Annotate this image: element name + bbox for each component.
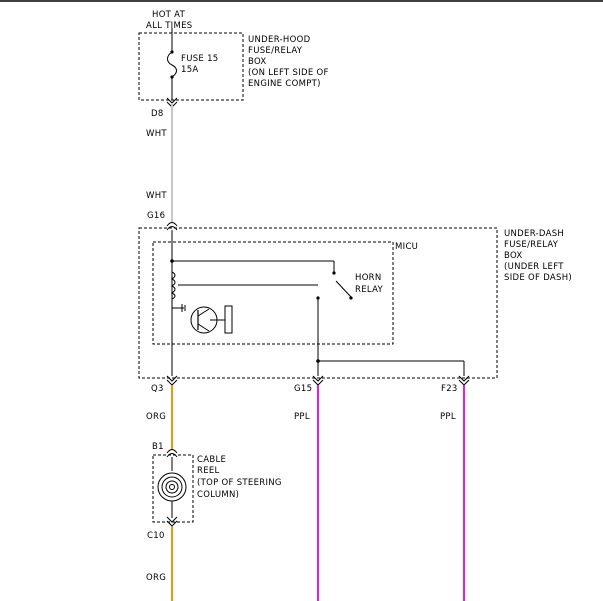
micu-label: MICU (395, 242, 418, 252)
cable-reel-label-line4: COLUMN) (197, 490, 239, 500)
wire-color-ppl-1: PPL (294, 412, 310, 422)
horn-relay-label-line1: HORN (355, 273, 382, 283)
wire-color-org-2: ORG (146, 573, 166, 583)
connector-g16-label: G16 (147, 211, 165, 221)
wire-color-wht-2: WHT (146, 191, 167, 201)
connector-d8-label: D8 (151, 109, 164, 119)
relay-coil-symbol (171, 271, 176, 300)
underhood-label-line1: UNDER-HOOD (248, 35, 311, 45)
source-label-line2: ALL TIMES (146, 21, 193, 31)
fuse-terminal-top (170, 50, 174, 54)
control-unit-block (224, 305, 233, 334)
cable-reel-label-line2: REEL (197, 466, 220, 476)
cable-reel-label-line3: (TOP OF STEERING (197, 478, 282, 488)
horn-relay-label-line2: RELAY (355, 285, 384, 295)
wire-color-ppl-2: PPL (440, 412, 456, 422)
underhood-label-line3: BOX (248, 57, 267, 67)
connector-g15-symbol (312, 375, 324, 386)
cable-reel-label-line1: CABLE (197, 455, 226, 465)
relay-contact-fixed (332, 271, 336, 275)
cable-reel-coil-core (169, 484, 175, 490)
underhood-label-line4: (ON LEFT SIDE OF (248, 68, 329, 78)
connector-q3-symbol (166, 375, 178, 386)
connector-b1-label: B1 (152, 442, 164, 452)
connector-f23-symbol (458, 375, 470, 386)
underdash-label-line4: (UNDER LEFT (504, 262, 564, 272)
transistor-collector (197, 308, 210, 317)
underdash-label-line5: SIDE OF DASH) (504, 273, 572, 283)
relay-switch-arm (335, 280, 352, 298)
micu-box (152, 241, 394, 345)
underdash-label-line3: BOX (504, 251, 523, 261)
connector-g15-label: G15 (294, 384, 312, 394)
relay-contact-moving (349, 296, 353, 300)
connector-g16-symbol (166, 222, 178, 231)
transistor-emitter (197, 323, 210, 332)
cable-reel-coil-inner (165, 480, 179, 494)
underhood-label-line2: FUSE/RELAY (248, 46, 303, 56)
cable-reel-coil-mid (161, 476, 183, 498)
underhood-label-line5: ENGINE COMPT) (248, 79, 321, 89)
fuse-label: FUSE 15 (181, 54, 219, 64)
underdash-box (138, 227, 498, 379)
wire-color-wht-1: WHT (146, 129, 167, 139)
cable-reel-box (152, 454, 194, 523)
connector-f23-label: F23 (441, 384, 458, 394)
underhood-box (138, 32, 244, 101)
underdash-label-line2: FUSE/RELAY (504, 240, 559, 250)
connector-c10-label: C10 (147, 531, 165, 541)
underdash-label-line1: UNDER-DASH (504, 229, 564, 239)
wire-color-org-1: ORG (146, 412, 166, 422)
fuse-symbol (167, 51, 177, 78)
connector-q3-label: Q3 (151, 384, 164, 394)
source-label-line1: HOT AT (152, 10, 186, 20)
connector-b1-symbol (166, 449, 178, 458)
fuse-rating: 15A (181, 65, 199, 75)
